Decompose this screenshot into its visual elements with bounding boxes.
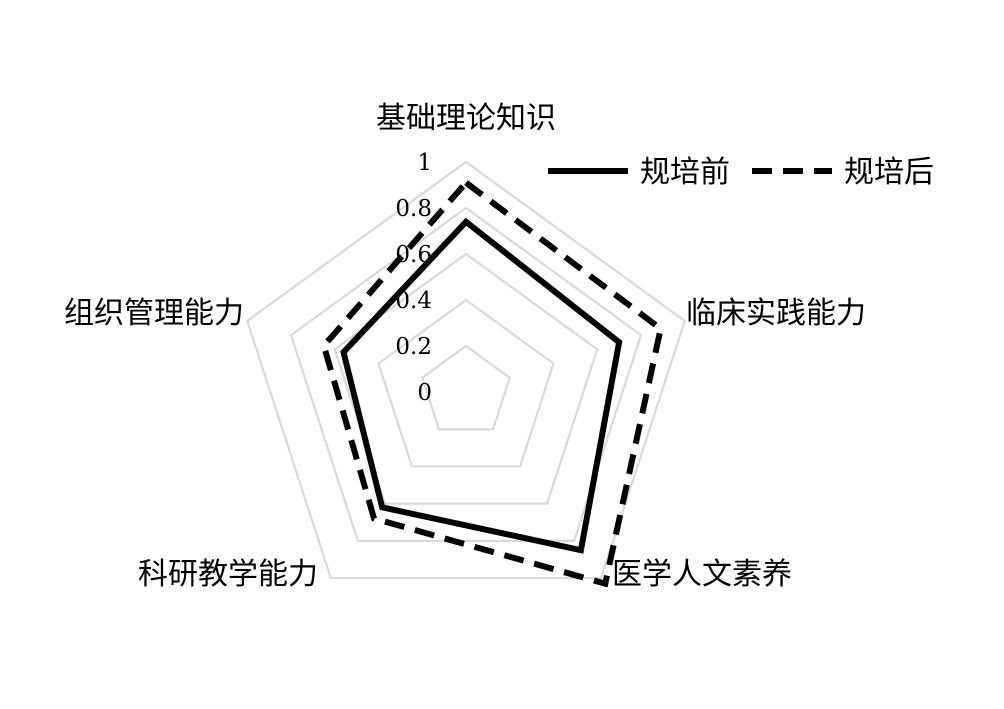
grid-ring (289, 206, 643, 542)
tick-label: 0.2 (395, 334, 432, 360)
grid-ring (333, 252, 599, 505)
legend-label-1: 规培前 (640, 155, 730, 190)
tick-label: 0.8 (395, 196, 432, 222)
tick-label: 0.4 (395, 288, 432, 314)
tick-label: 0 (417, 380, 432, 406)
axis-label: 组织管理能力 (64, 296, 244, 331)
grid-ring (420, 344, 512, 431)
grid-ring (377, 298, 555, 468)
legend: 规培前 规培后 (548, 155, 934, 190)
grid-ring (245, 160, 687, 580)
series-line-2 (320, 178, 665, 588)
radial-tick-labels: 0 0.2 0.4 0.6 0.8 1 (395, 150, 432, 406)
axis-label: 医学人文素养 (612, 557, 792, 592)
series-line-1 (340, 217, 623, 554)
axis-label: 基础理论知识 (376, 101, 556, 136)
radar-series (320, 178, 665, 588)
tick-label: 0.6 (395, 242, 432, 268)
radar-grid (245, 160, 687, 580)
legend-label-2: 规培后 (844, 155, 934, 190)
axis-label: 科研教学能力 (138, 557, 318, 592)
tick-label: 1 (417, 150, 432, 176)
axis-label: 临床实践能力 (686, 296, 866, 331)
